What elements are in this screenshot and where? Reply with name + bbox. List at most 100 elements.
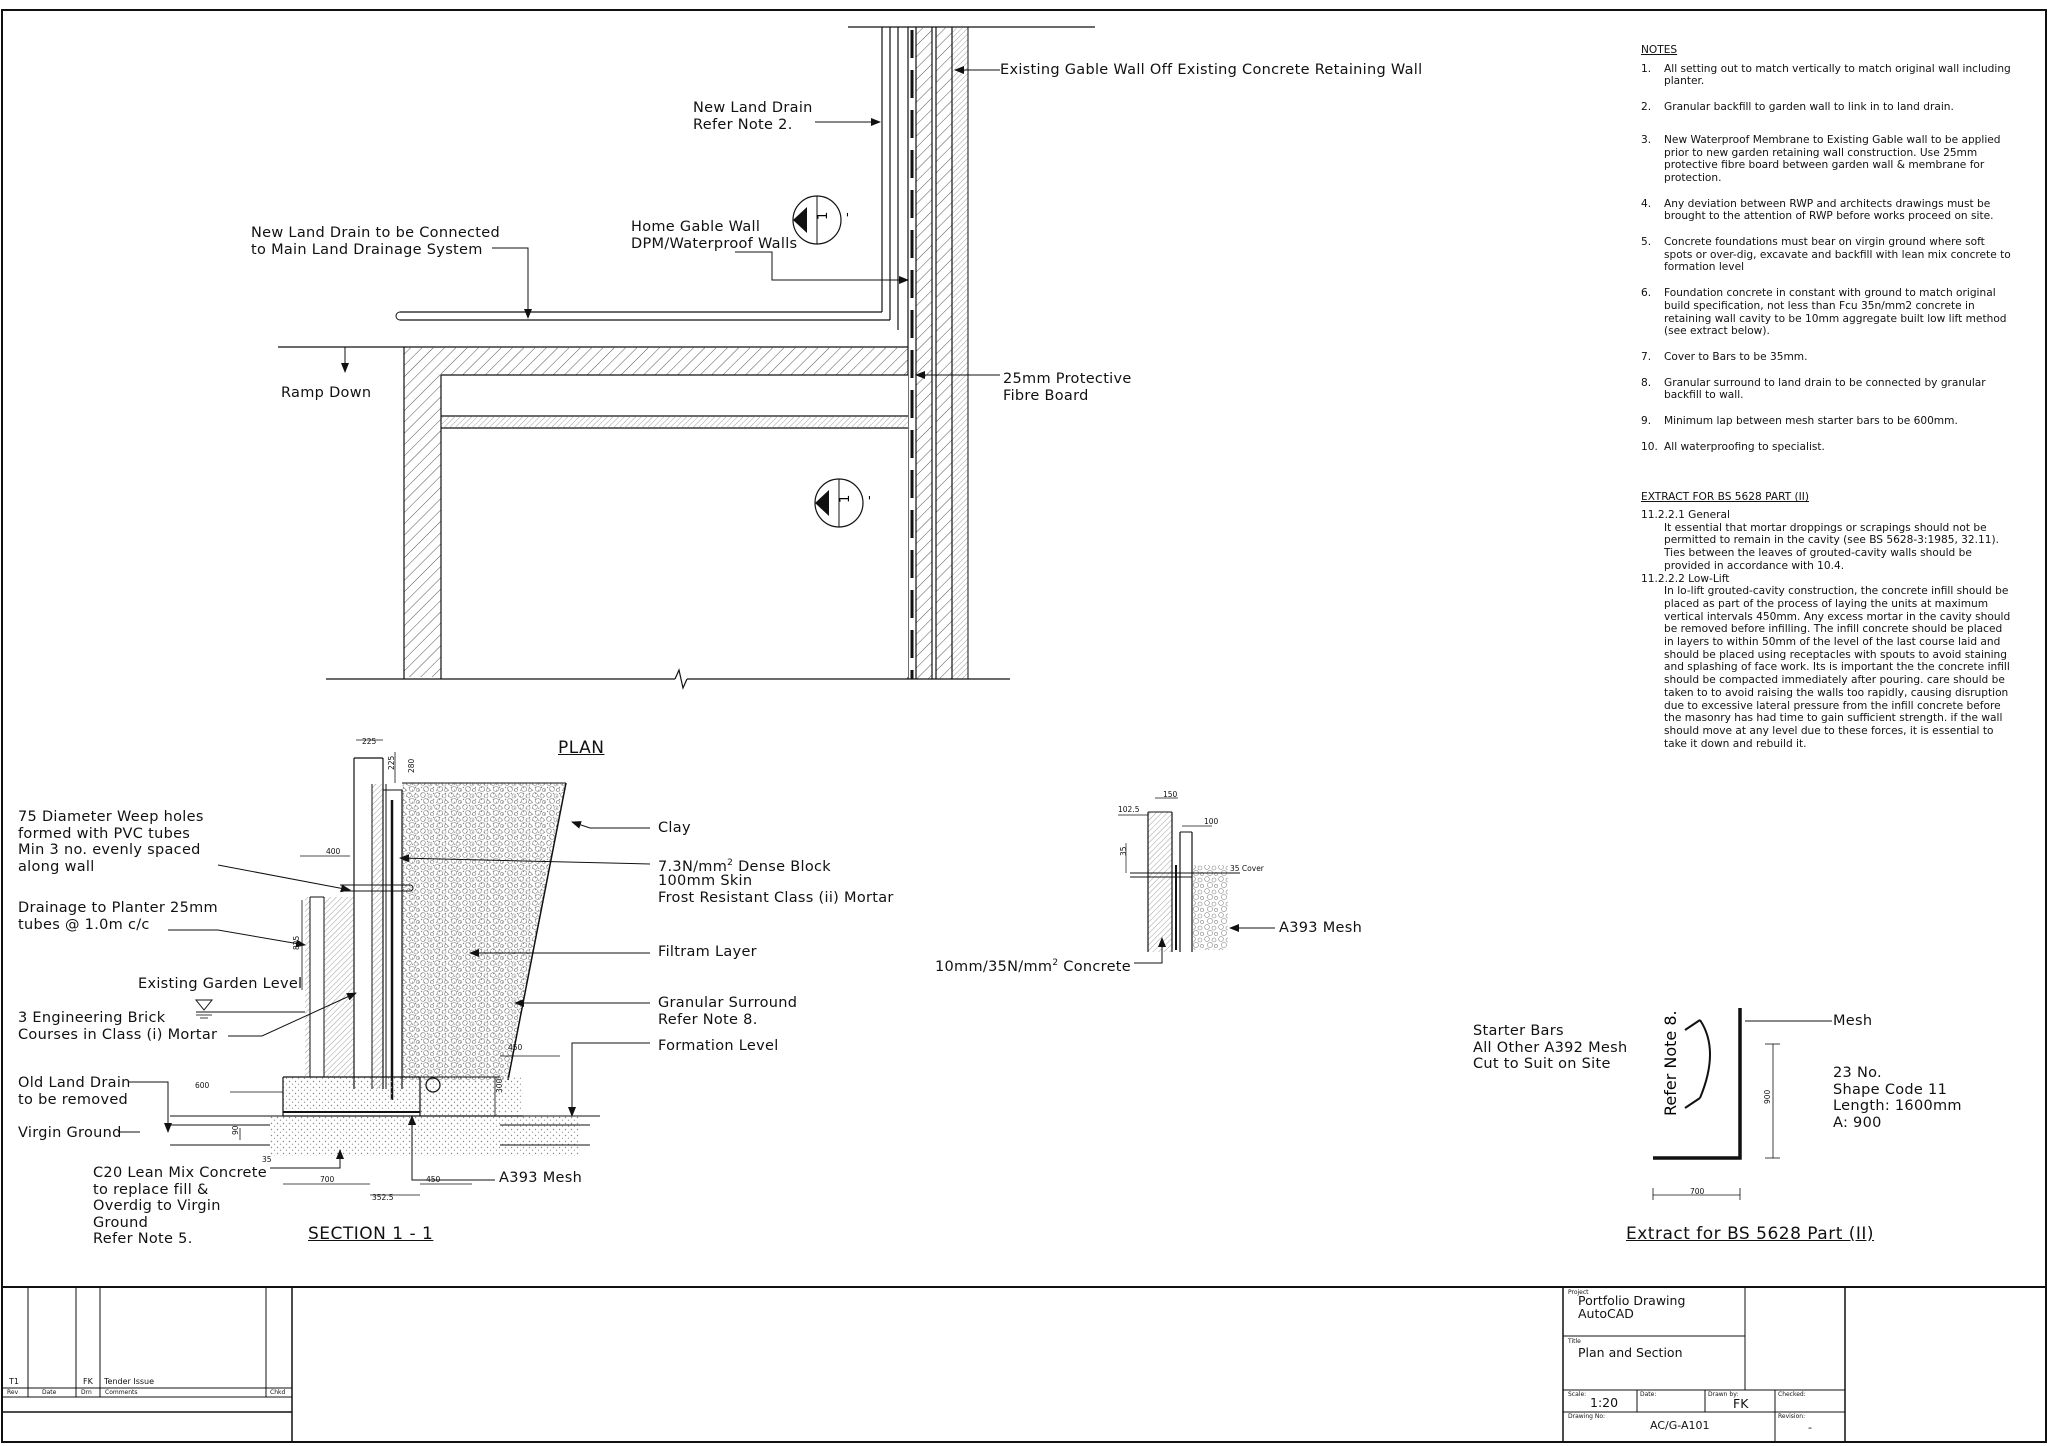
note-text: Any deviation between RWP and architects… xyxy=(1664,197,1994,223)
section-marker-top xyxy=(792,195,842,245)
dim-450-top: 450 xyxy=(508,1043,523,1052)
title-label: Title xyxy=(1568,1338,1581,1345)
section-title: SECTION 1 - 1 xyxy=(308,1224,434,1244)
note-text: Minimum lap between mesh starter bars to… xyxy=(1664,415,1958,428)
revision-label: Revision: xyxy=(1778,1413,1806,1420)
label-a393-mesh-section: A393 Mesh xyxy=(499,1170,583,1186)
dim-225-top: 225 xyxy=(362,737,377,746)
dim-450-bottom: 450 xyxy=(426,1175,441,1184)
section-marker-bottom xyxy=(814,478,864,528)
label-old-drain: Old Land Drain to be removed xyxy=(18,1075,131,1108)
section-marker-top-num: 1 xyxy=(816,212,831,220)
note-item: 3. New Waterproof Membrane to Existing Ga… xyxy=(1641,134,2013,185)
notes-panel: NOTES 1. All setting out to match vertica… xyxy=(1641,44,2013,466)
concrete-text: 10mm/35N/mm xyxy=(935,958,1053,975)
dim-35: 35 xyxy=(262,1155,272,1164)
comments-header: Comments xyxy=(105,1389,138,1396)
detail-dim-150: 150 xyxy=(1163,790,1178,799)
extract-heading: EXTRACT FOR BS 5628 PART (II) xyxy=(1641,491,1810,503)
refer-note-8-rotated: Refer Note 8. xyxy=(1661,1010,1680,1116)
label-a393-mesh-detail: A393 Mesh xyxy=(1279,920,1363,936)
starter-bar-diagram xyxy=(1652,1008,1832,1200)
extract-s1-text: It essential that mortar droppings or sc… xyxy=(1664,521,2000,572)
section-marker-bottom-sheet: - xyxy=(862,495,877,500)
dim-90: 90 xyxy=(231,1125,240,1135)
dim-825: 825 xyxy=(292,935,301,950)
dim-600: 600 xyxy=(195,1081,210,1090)
revision-value: - xyxy=(1808,1421,1812,1434)
detail-dim-35: 35 xyxy=(1119,846,1128,856)
label-granular: Granular Surround Refer Note 8. xyxy=(658,995,798,1028)
detail-dim-100: 100 xyxy=(1204,817,1219,826)
plan-drawing xyxy=(278,26,1095,690)
drawing-no-label: Drawing No: xyxy=(1568,1413,1606,1420)
dense-block-text: 7.3N/mm xyxy=(658,858,728,875)
bar-dim-900: 900 xyxy=(1763,1089,1772,1104)
note-item: 4. Any deviation between RWP and architec… xyxy=(1641,198,2013,223)
date-label: Date: xyxy=(1640,1391,1657,1398)
concrete-text-2: Concrete xyxy=(1058,958,1131,975)
note-text: Granular surround to land drain to be co… xyxy=(1664,376,1986,402)
note-text: Cover to Bars to be 35mm. xyxy=(1664,350,1808,363)
date-header: Date xyxy=(42,1389,57,1396)
project-label: Project xyxy=(1568,1289,1589,1296)
detail-cover-label: 35 Cover xyxy=(1230,864,1265,873)
drawn-value: FK xyxy=(1733,1396,1749,1411)
drn-value: FK xyxy=(83,1377,93,1386)
title-block-frame xyxy=(2,1286,2046,1442)
note-item: 6.Foundation concrete in constant with g… xyxy=(1641,287,2013,338)
note-item: 7. Cover to Bars to be 35mm. xyxy=(1641,351,2013,364)
label-gable-wall: Existing Gable Wall Off Existing Concret… xyxy=(1000,62,1423,78)
plan-title: PLAN xyxy=(558,738,605,758)
extract-body: 11.2.2.1 General It essential that morta… xyxy=(1641,509,2013,750)
rev-value: T1 xyxy=(9,1377,19,1386)
label-dense-block: 7.3N/mm2 Dense Block xyxy=(658,855,831,875)
note-num: 10. xyxy=(1641,440,1658,453)
detail-dim-102-5: 102.5 xyxy=(1118,805,1140,814)
checked-label: Checked: xyxy=(1778,1391,1806,1398)
notes-heading: NOTES xyxy=(1641,44,1678,56)
note-text: Granular backfill to garden wall to link… xyxy=(1664,101,1954,114)
note-num: 1. xyxy=(1641,62,1652,75)
bar-dim-700: 700 xyxy=(1690,1187,1705,1196)
label-starter-bars: Starter Bars All Other A392 Mesh Cut to … xyxy=(1473,1023,1628,1072)
dim-280: 280 xyxy=(407,758,416,773)
drn-header: Drn xyxy=(81,1389,92,1396)
note-num: 7. xyxy=(1641,350,1652,363)
note-item: 10. All waterproofing to specialist. xyxy=(1641,441,2013,454)
rev-header: Rev xyxy=(7,1389,19,1396)
wall-detail xyxy=(1118,797,1275,964)
extract-title: Extract for BS 5628 Part (II) xyxy=(1626,1224,1875,1244)
note-text: All setting out to match vertically to m… xyxy=(1664,62,2011,88)
project-value: Portfolio Drawing AutoCAD xyxy=(1578,1293,1686,1321)
note-item: 8.Granular surround to land drain to be … xyxy=(1641,377,2013,402)
section-drawing xyxy=(118,739,651,1196)
note-num: 4. xyxy=(1641,197,1652,210)
label-new-land-drain: New Land Drain Refer Note 2. xyxy=(693,100,813,133)
note-text: All waterproofing to specialist. xyxy=(1664,440,1825,453)
dim-300: 300 xyxy=(495,1078,504,1093)
label-virgin-ground: Virgin Ground xyxy=(18,1125,122,1141)
note-num: 3. xyxy=(1641,133,1652,146)
label-garden-level: Existing Garden Level xyxy=(138,976,303,992)
note-num: 9. xyxy=(1641,415,1652,428)
label-ramp-down: Ramp Down xyxy=(281,385,372,401)
note-text: New Waterproof Membrane to Existing Gabl… xyxy=(1664,133,2001,184)
drawn-label: Drawn by: xyxy=(1708,1391,1739,1398)
dense-block-text-2: Dense Block xyxy=(733,858,831,875)
label-concrete: 10mm/35N/mm2 Concrete xyxy=(935,955,1131,975)
note-text: Foundation concrete in constant with gro… xyxy=(1664,287,2007,338)
note-num: 2. xyxy=(1641,101,1652,114)
title-value: Plan and Section xyxy=(1578,1345,1683,1360)
label-home-gable: Home Gable Wall DPM/Waterproof Walls xyxy=(631,219,798,252)
note-item: 2. Granular backfill to garden wall to li… xyxy=(1641,101,2013,114)
comment-value: Tender Issue xyxy=(104,1377,155,1386)
note-item: 1. All setting out to match vertically to… xyxy=(1641,63,2013,88)
label-drainage: Drainage to Planter 25mm tubes @ 1.0m c/… xyxy=(18,900,218,933)
scale-label: Scale: xyxy=(1568,1391,1587,1398)
scale-value: 1:20 xyxy=(1590,1395,1619,1410)
note-text: Concrete foundations must bear on virgin… xyxy=(1664,236,2011,274)
label-dense-block-2: 100mm Skin Frost Resistant Class (ii) Mo… xyxy=(658,873,894,906)
label-mesh: Mesh xyxy=(1833,1013,1873,1029)
